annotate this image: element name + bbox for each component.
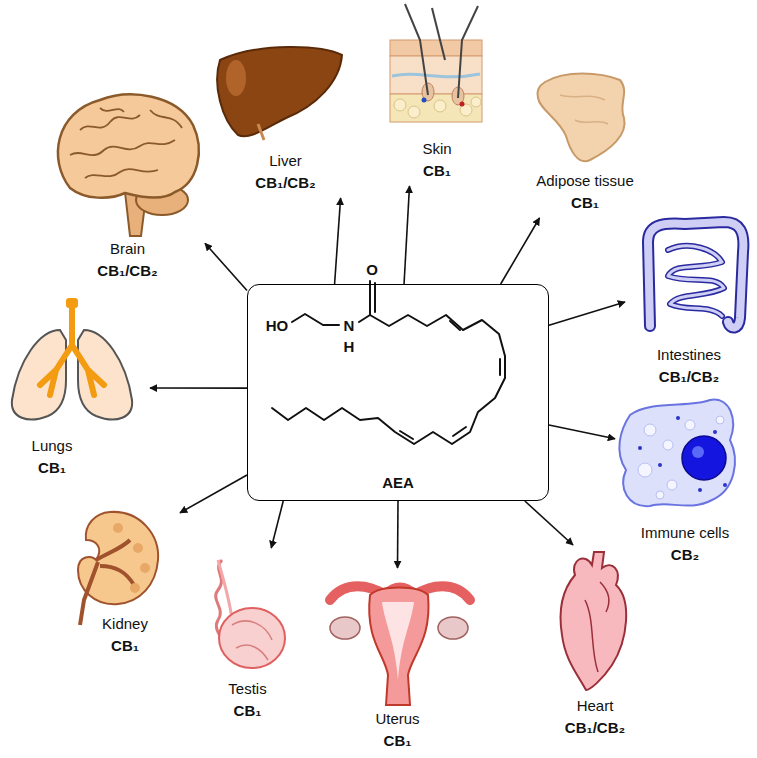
arrow-connector [397,501,399,568]
receptor-label: CB₂ [671,544,699,566]
molecule-box: AEA [247,284,549,501]
organ-node: Adipose tissueCB₁ [520,68,650,218]
organ-name: Heart [577,695,614,717]
organ-node: LungsCB₁ [0,295,150,483]
organ-node: Immune cellsCB₂ [615,395,755,570]
receptor-label: CB₁ [111,635,139,657]
organ-name: Uterus [375,708,419,730]
arrow-connector [180,475,247,513]
receptor-label: CB₁ [384,730,412,752]
receptor-label: CB₁/CB₂ [255,172,315,194]
arrow-connector [271,501,283,548]
uterus-icon [330,586,470,705]
organ-name: Kidney [102,613,148,635]
organ-name: Adipose tissue [536,170,634,192]
lungs-icon [12,298,132,419]
receptor-label: CB₁ [38,457,66,479]
organ-node: LiverCB₁/CB₂ [213,40,358,198]
organ-node: UterusCB₁ [310,568,485,756]
arrow-connector [525,501,573,545]
brain-icon [58,94,199,236]
molecule-name: AEA [382,472,414,494]
atom-label: H [343,338,356,356]
organ-node: TestisCB₁ [200,548,295,726]
atom-label: N [343,317,356,335]
receptor-label: CB₁ [423,160,451,182]
arrow-connector [549,302,625,325]
organ-node: HeartCB₁/CB₂ [540,545,650,743]
receptor-label: CB₁ [234,700,262,722]
organ-node: KidneyCB₁ [70,505,180,661]
immune-cell-icon [619,400,735,507]
receptor-label: CB₁/CB₂ [97,260,157,282]
organ-name: Lungs [32,435,73,457]
box-ground [247,284,549,501]
receptor-label: CB₁ [571,192,599,214]
organ-name: Testis [228,678,266,700]
arrow-connector [549,425,615,439]
organ-node: SkinCB₁ [382,0,492,186]
testis-icon [216,560,285,668]
atom-label: HO [265,317,290,335]
arrow-connector [205,243,247,290]
organ-node: BrainCB₁/CB₂ [50,92,205,286]
receptor-label: CB₁/CB₂ [565,717,625,739]
organ-name: Brain [110,238,145,260]
arrow-connector [404,186,409,284]
heart-icon [561,552,627,690]
organ-node: IntestinesCB₁/CB₂ [625,212,753,392]
arrow-connector [501,218,540,284]
adipose-icon [537,74,624,162]
aea-structure [272,281,505,444]
receptor-label: CB₁/CB₂ [659,366,719,388]
arrow-connector [335,198,341,284]
kidney-icon [78,512,158,625]
skin-icon [390,4,482,122]
organ-name: Liver [269,150,302,172]
atom-label: O [365,261,379,279]
arrow-connector [150,387,247,389]
intestines-icon [648,222,743,328]
organ-name: Intestines [657,344,721,366]
liver-icon [217,47,342,140]
organ-name: Immune cells [641,522,729,544]
organ-name: Skin [422,138,451,160]
